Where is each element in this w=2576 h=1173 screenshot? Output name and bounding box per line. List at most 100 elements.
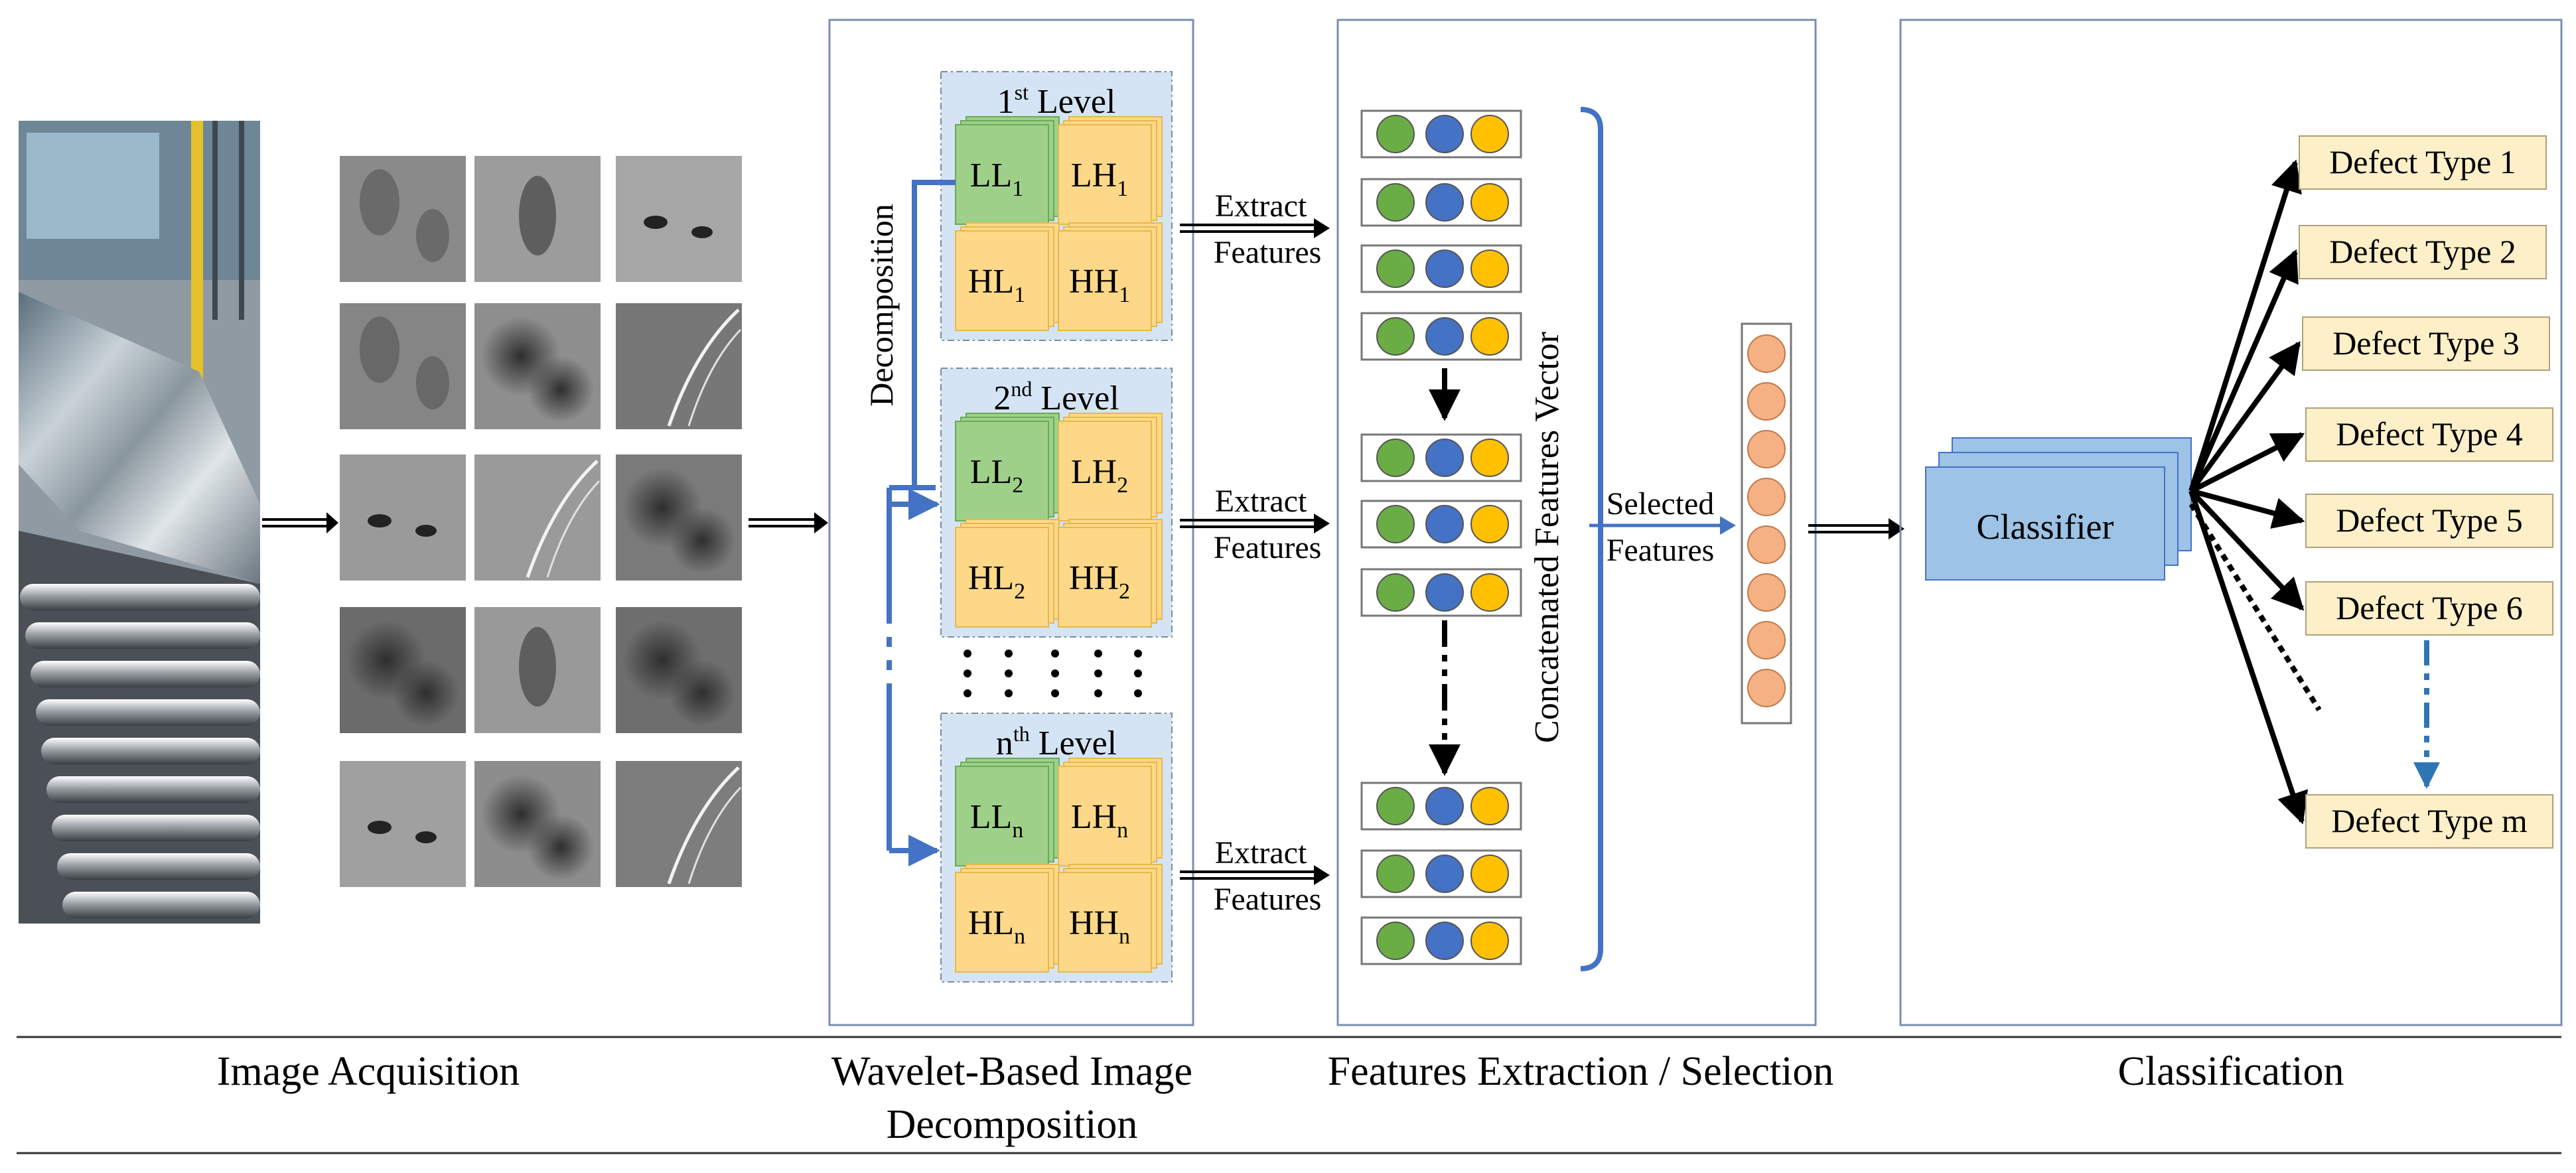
features-label: Features bbox=[1214, 235, 1322, 270]
dot bbox=[1094, 650, 1102, 657]
subband-hl: HLn bbox=[955, 864, 1060, 973]
feature-circle bbox=[1376, 317, 1415, 356]
feature-vector bbox=[1360, 849, 1522, 898]
roller bbox=[62, 892, 260, 918]
subband-hh: HH2 bbox=[1058, 519, 1163, 628]
feature-circle bbox=[1470, 787, 1509, 825]
defect-type-box: Defect Type 5 bbox=[2305, 494, 2553, 548]
level-title: nth Level bbox=[996, 722, 1117, 762]
feature-circle bbox=[1376, 855, 1415, 893]
subband-label: LHn bbox=[1071, 798, 1128, 843]
feature-circle bbox=[1425, 115, 1464, 153]
subband-label: HH2 bbox=[1069, 559, 1130, 604]
defect-type-label: Defect Type 2 bbox=[2329, 233, 2516, 270]
dot bbox=[1094, 689, 1102, 697]
subband-ll: LLn bbox=[955, 758, 1060, 866]
subband-hh: HHn bbox=[1058, 864, 1163, 973]
subband-label: LLn bbox=[970, 798, 1024, 843]
feature-circle bbox=[1470, 855, 1509, 893]
defect-sample-image bbox=[474, 156, 601, 282]
defect-type-list: Defect Type 1 Defect Type 2 Defect Type 3 D… bbox=[2299, 135, 2553, 849]
selected-feature-circle bbox=[1747, 621, 1786, 659]
extract-feature-arrows: ExtractFeaturesExtractFeaturesExtractFea… bbox=[1180, 188, 1330, 917]
defect-sample-image bbox=[616, 303, 742, 429]
selected-feature-circle bbox=[1747, 478, 1786, 516]
dot bbox=[1134, 689, 1142, 697]
feature-circle bbox=[1470, 249, 1509, 288]
defect-type-label: Defect Type 4 bbox=[2336, 415, 2523, 452]
defect-sample-image bbox=[340, 454, 466, 581]
feature-vector bbox=[1360, 500, 1522, 549]
level-title: 1st Level bbox=[997, 80, 1116, 121]
selected-feature-circle bbox=[1747, 382, 1786, 421]
extract-label: Extract bbox=[1215, 188, 1307, 224]
feature-circle bbox=[1470, 183, 1509, 222]
dot bbox=[964, 689, 971, 697]
classifier-output-arrow bbox=[2188, 249, 2299, 492]
feature-circle bbox=[1470, 115, 1509, 153]
defect-sample-image bbox=[616, 454, 742, 581]
defect-type-box: Defect Type 2 bbox=[2299, 225, 2547, 279]
feature-circle bbox=[1425, 505, 1464, 543]
classifier-output-arrows bbox=[2188, 159, 2322, 825]
feature-circle bbox=[1376, 787, 1415, 825]
dot bbox=[1051, 669, 1059, 677]
defect-sample-image bbox=[340, 607, 466, 733]
stage-classification: Classification bbox=[2118, 1049, 2344, 1094]
selected-feature-circle bbox=[1747, 334, 1786, 373]
conveyor-rollers bbox=[20, 584, 260, 918]
classifier-output-arrow bbox=[2190, 488, 2305, 529]
defect-sample-image bbox=[340, 156, 466, 282]
feature-vector bbox=[1360, 782, 1522, 831]
feature-vector-rows bbox=[1360, 109, 1522, 965]
defect-type-label: Defect Type 5 bbox=[2336, 502, 2523, 539]
dot bbox=[964, 650, 971, 657]
subband-label: LL2 bbox=[970, 453, 1024, 498]
subband-lh: LH2 bbox=[1058, 413, 1163, 521]
concatenated-features-label: Concatenated Features Vector bbox=[1528, 332, 1566, 743]
dot bbox=[1005, 669, 1013, 677]
feature-vector bbox=[1360, 312, 1522, 361]
subband-ll: LL1 bbox=[955, 116, 1060, 225]
dot bbox=[1005, 650, 1013, 657]
defect-type-label: Defect Type m bbox=[2331, 802, 2528, 839]
feature-circle bbox=[1376, 249, 1415, 288]
subband-label: HL1 bbox=[968, 263, 1025, 307]
selected-feature-circles bbox=[1747, 334, 1786, 707]
classifier-output-arrow bbox=[2188, 159, 2302, 492]
roller bbox=[46, 776, 260, 803]
defect-sample-image bbox=[340, 761, 466, 887]
dot bbox=[964, 669, 971, 677]
classifier-output-continuation bbox=[2188, 502, 2322, 712]
subband-lh: LHn bbox=[1058, 758, 1163, 866]
feature-circle bbox=[1425, 317, 1464, 356]
wavelet-panel bbox=[828, 19, 1194, 1026]
defect-type-box: Defect Type 4 bbox=[2305, 407, 2553, 462]
subband-hl: HL1 bbox=[955, 222, 1060, 331]
defect-type-label: Defect Type 1 bbox=[2329, 143, 2516, 180]
defect-type-box: Defect Type 6 bbox=[2305, 581, 2553, 636]
arrow-samples-to-wavelet bbox=[749, 512, 828, 533]
feature-circle bbox=[1470, 922, 1509, 960]
subband-label: LH1 bbox=[1071, 157, 1128, 201]
classifier-label: Classifier bbox=[1977, 507, 2114, 547]
dot bbox=[1134, 650, 1142, 657]
feature-circle bbox=[1425, 439, 1464, 477]
feature-circle bbox=[1376, 922, 1415, 960]
roller bbox=[57, 853, 260, 880]
roller bbox=[31, 661, 260, 687]
feature-circle bbox=[1470, 505, 1509, 543]
dot bbox=[1094, 669, 1102, 677]
defect-sample-image bbox=[616, 607, 742, 733]
factory-photo bbox=[19, 121, 260, 924]
arrow-acquisition-to-samples bbox=[262, 512, 338, 533]
selected-label-line1: Selected bbox=[1607, 486, 1715, 521]
defect-type-label: Defect Type 3 bbox=[2332, 324, 2520, 362]
classifier-output-arrow bbox=[2188, 341, 2301, 493]
level-continuation-dots bbox=[964, 650, 1142, 697]
classifier-block: Classifier bbox=[1925, 437, 2192, 581]
